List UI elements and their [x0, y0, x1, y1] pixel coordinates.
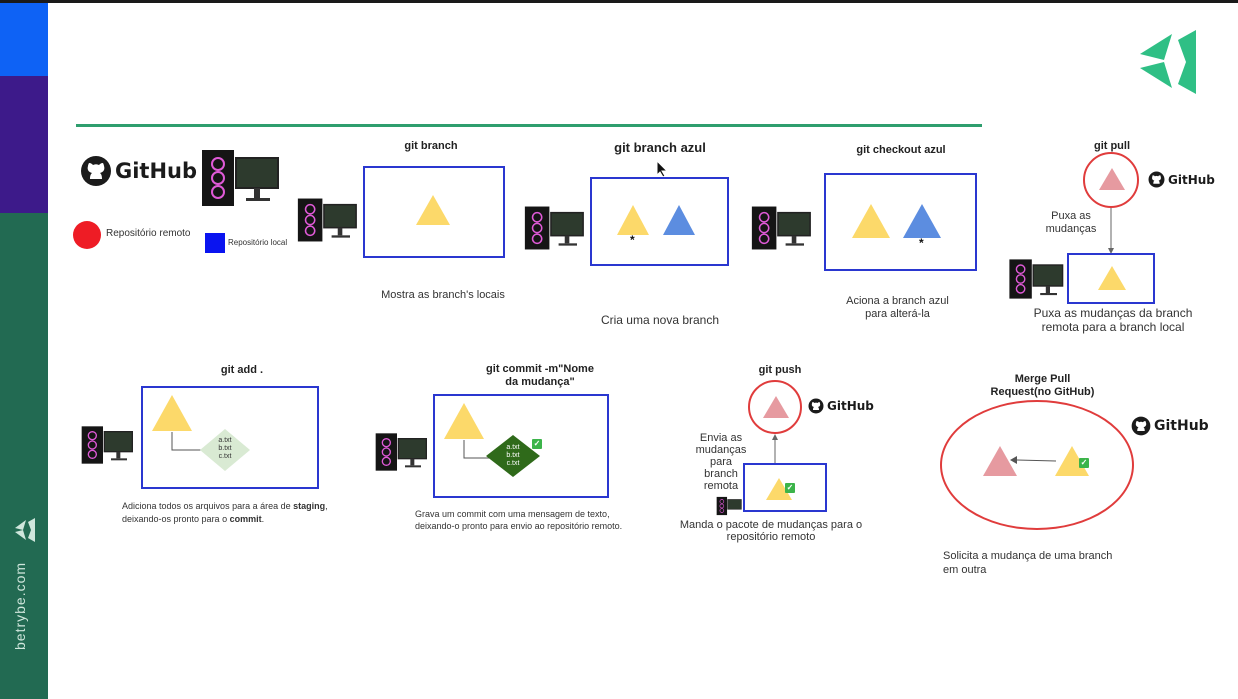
- yellow-branch-triangle: [416, 195, 450, 225]
- github-octocat-icon: [1131, 416, 1151, 436]
- local-repo-box: a.txt b.txt c.txt: [141, 386, 319, 489]
- github-logo: GitHub: [80, 155, 197, 187]
- current-branch-star: *: [919, 236, 924, 250]
- git-add-caption: Adiciona todos os arquivos para a área d…: [122, 501, 328, 524]
- local-repo-legend-label: Repositório local: [228, 238, 288, 247]
- computer-image: [200, 148, 280, 208]
- yellow-branch-triangle: [444, 403, 484, 439]
- pink-target-triangle: [983, 446, 1017, 476]
- local-repo-box: [1067, 253, 1155, 304]
- github-octocat-icon: [808, 398, 824, 414]
- check-icon: ✓: [785, 483, 795, 493]
- github-merge-ellipse: ✓: [940, 400, 1134, 530]
- yellow-branch-triangle: [1098, 266, 1126, 290]
- git-commit-caption: Grava um commit com uma mensagem de text…: [415, 509, 623, 531]
- computer-image: [1008, 258, 1064, 300]
- git-push-caption: Manda o pacote de mudanças para o reposi…: [679, 519, 863, 543]
- local-repo-box: a.txt b.txt c.txt ✓: [433, 394, 609, 498]
- connector-line: [463, 440, 493, 459]
- merge-pr-caption: Solicita a mudança de uma branch em outr…: [943, 550, 1113, 576]
- pull-arrow-icon: [1108, 208, 1114, 254]
- local-repo-box: *: [590, 177, 729, 266]
- computer-image: [523, 205, 585, 251]
- brand-url: betrybe.com: [12, 561, 28, 650]
- git-pull-caption: Puxa as mudanças da branch remota para a…: [1033, 306, 1193, 334]
- computer-image: [716, 496, 742, 516]
- computer-image: [296, 197, 358, 243]
- github-octocat-icon: [81, 156, 111, 186]
- remote-repo-legend-dot: [73, 221, 101, 249]
- github-octocat-icon: [1148, 171, 1165, 188]
- commit-diamond: [486, 435, 540, 477]
- staged-files-list: a.txt b.txt c.txt: [218, 437, 232, 460]
- git-push-title: git push: [758, 364, 802, 376]
- check-icon: ✓: [1079, 458, 1089, 468]
- computer-image: [374, 432, 428, 472]
- computer-image: [750, 205, 812, 251]
- remote-repo-circle: [1083, 152, 1139, 208]
- git-branch-title: git branch: [404, 140, 458, 152]
- git-commit-title: git commit -m"Nome da mudança": [486, 363, 594, 388]
- git-checkout-title: git checkout azul: [856, 144, 946, 156]
- yellow-branch-triangle: [617, 205, 649, 235]
- git-pull-title: git pull: [1093, 140, 1131, 152]
- local-repo-legend-square: [205, 233, 225, 253]
- staging-area-diamond: [200, 429, 250, 471]
- blue-branch-triangle: [903, 204, 941, 238]
- check-icon: ✓: [532, 439, 542, 449]
- top-border: [0, 0, 1238, 3]
- git-branch-caption: Mostra as branch's locais: [381, 289, 505, 301]
- sidebar-purple-block: [0, 76, 48, 213]
- yellow-source-triangle: [1055, 446, 1089, 476]
- header-divider: [76, 124, 982, 127]
- sidebar-blue-block: [0, 3, 48, 76]
- yellow-branch-triangle: [152, 395, 192, 431]
- merge-pr-title: Merge Pull Request(no GitHub): [990, 373, 1095, 398]
- pink-remote-triangle: [763, 396, 789, 418]
- push-arrow-icon: [772, 434, 778, 464]
- git-push-arrow-label: Envia as mudanças para branch remota: [695, 432, 747, 492]
- trybe-logo-icon: [1140, 30, 1196, 94]
- current-branch-star: *: [630, 233, 635, 247]
- local-repo-box: *: [824, 173, 977, 271]
- remote-repo-circle: [748, 380, 802, 434]
- sidebar-green-block: [0, 213, 48, 699]
- git-checkout-caption: Aciona a branch azul para alterá-la: [846, 295, 949, 320]
- connector-line: [171, 432, 201, 451]
- merge-arrow-icon: [1010, 456, 1056, 464]
- git-add-title: git add .: [220, 364, 264, 376]
- yellow-branch-triangle: [766, 478, 792, 500]
- git-branch-azul-caption: Cria uma nova branch: [600, 313, 720, 327]
- remote-repo-legend-label: Repositório remoto: [106, 228, 191, 239]
- yellow-branch-triangle: [852, 204, 890, 238]
- git-branch-azul-title: git branch azul: [614, 140, 706, 155]
- github-wordmark: GitHub: [115, 159, 198, 183]
- github-logo: GitHub: [1148, 171, 1215, 188]
- pink-remote-triangle: [1099, 168, 1125, 190]
- git-pull-arrow-label: Puxa as mudanças: [1045, 210, 1097, 235]
- github-logo: GitHub: [1131, 416, 1209, 436]
- mouse-cursor-icon: [656, 160, 668, 178]
- github-logo: GitHub: [808, 398, 874, 414]
- local-repo-box: [363, 166, 505, 258]
- blue-branch-triangle: [663, 205, 695, 235]
- committed-files-list: a.txt b.txt c.txt: [506, 444, 520, 467]
- local-repo-box: ✓: [743, 463, 827, 512]
- computer-image: [80, 425, 134, 465]
- trybe-small-logo-icon: [15, 518, 35, 542]
